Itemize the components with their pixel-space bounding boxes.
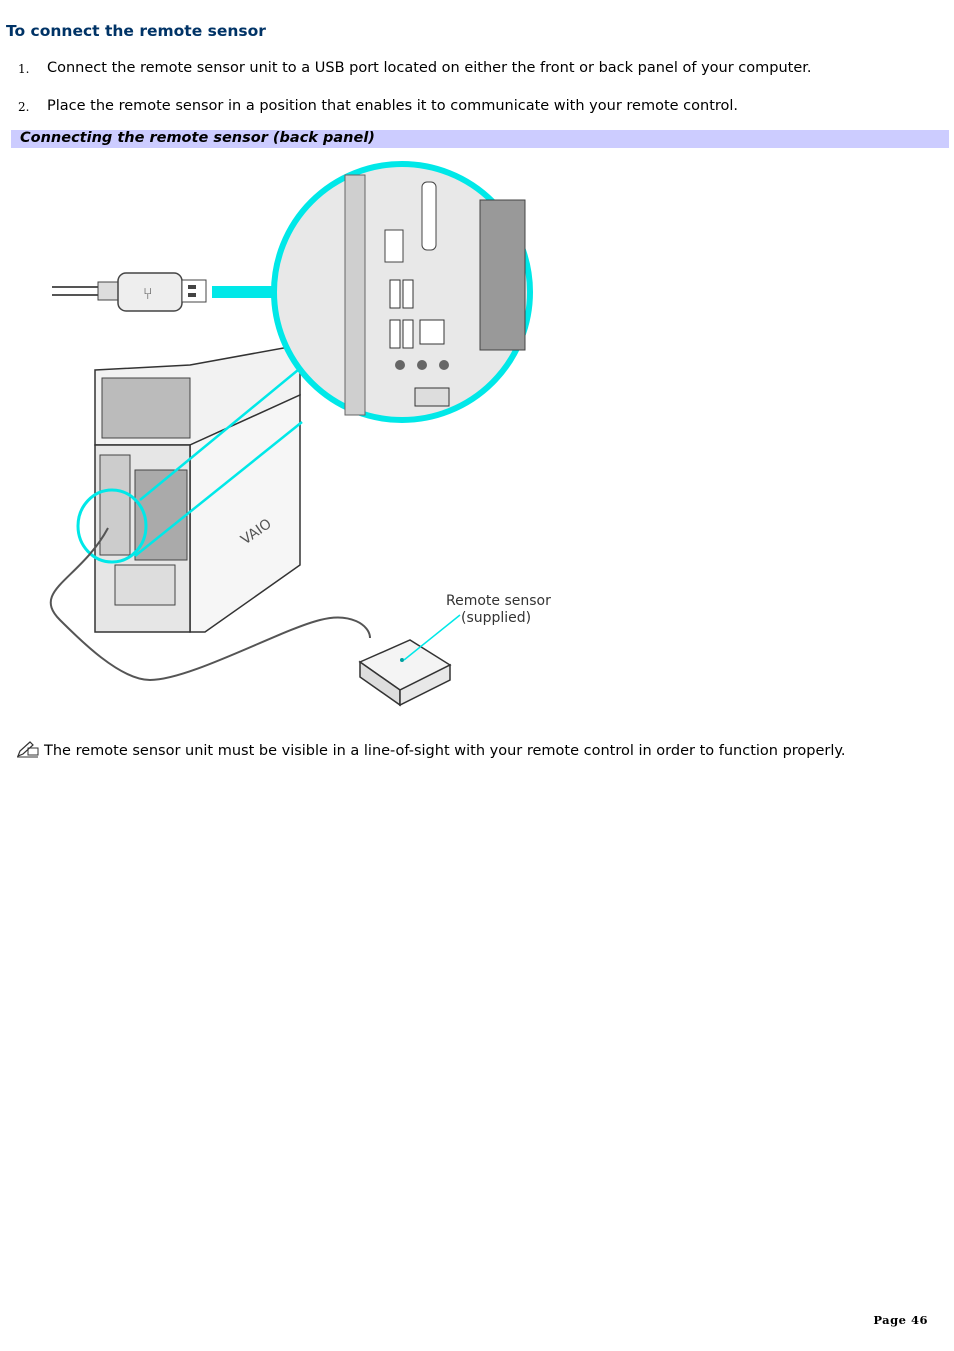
remote-sensor-label: Remote sensor	[446, 593, 551, 609]
note-text: The remote sensor unit must be visible i…	[44, 743, 846, 759]
figure-caption: Connecting the remote sensor (back panel…	[20, 130, 375, 146]
figure-caption-bar: Connecting the remote sensor (back panel…	[11, 130, 949, 148]
computer-tower-illustration: VAIO	[94, 344, 301, 633]
remote-sensor-sublabel: (supplied)	[461, 610, 531, 626]
step-number: 1.	[18, 62, 30, 76]
usb-plug-illustration: ⑂	[52, 272, 207, 312]
connection-illustration: ⑂ VAIO	[40, 160, 580, 715]
step-text: Place the remote sensor in a position th…	[47, 98, 739, 114]
page-number: Page 46	[873, 1313, 928, 1327]
svg-text:⑂: ⑂	[143, 284, 153, 303]
pencil-note-icon	[16, 741, 39, 758]
note: The remote sensor unit must be visible i…	[16, 740, 846, 762]
page-heading: To connect the remote sensor	[6, 22, 266, 40]
remote-sensor-illustration	[358, 614, 461, 707]
magnified-back-panel	[271, 161, 533, 423]
step-text: Connect the remote sensor unit to a USB …	[47, 60, 812, 76]
step-number: 2.	[18, 100, 30, 114]
